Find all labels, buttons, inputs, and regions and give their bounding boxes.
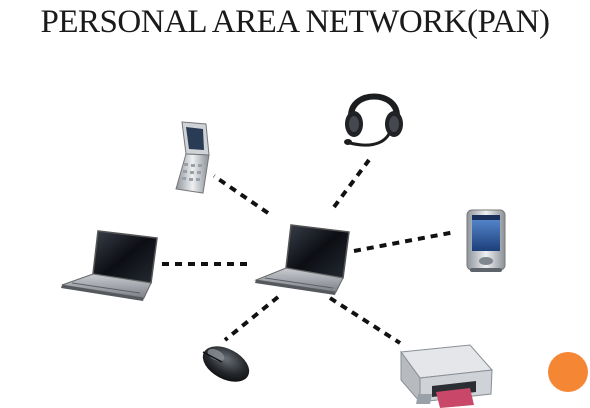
pda-icon <box>466 209 506 272</box>
mobile-phone-icon <box>175 121 210 194</box>
link-phone <box>212 174 270 215</box>
printer-icon <box>400 344 494 408</box>
link-mouse <box>223 295 280 342</box>
headset-icon <box>344 93 403 147</box>
mouse-icon <box>202 346 250 382</box>
accent-dot <box>548 352 588 392</box>
laptop-left-icon <box>61 230 158 301</box>
slide-title: PERSONAL AREA NETWORK(PAN) <box>40 4 550 40</box>
laptop-icon <box>254 224 350 295</box>
network-links <box>162 158 456 345</box>
link-printer <box>328 296 402 345</box>
link-pda <box>353 230 456 253</box>
link-headset <box>332 158 371 209</box>
